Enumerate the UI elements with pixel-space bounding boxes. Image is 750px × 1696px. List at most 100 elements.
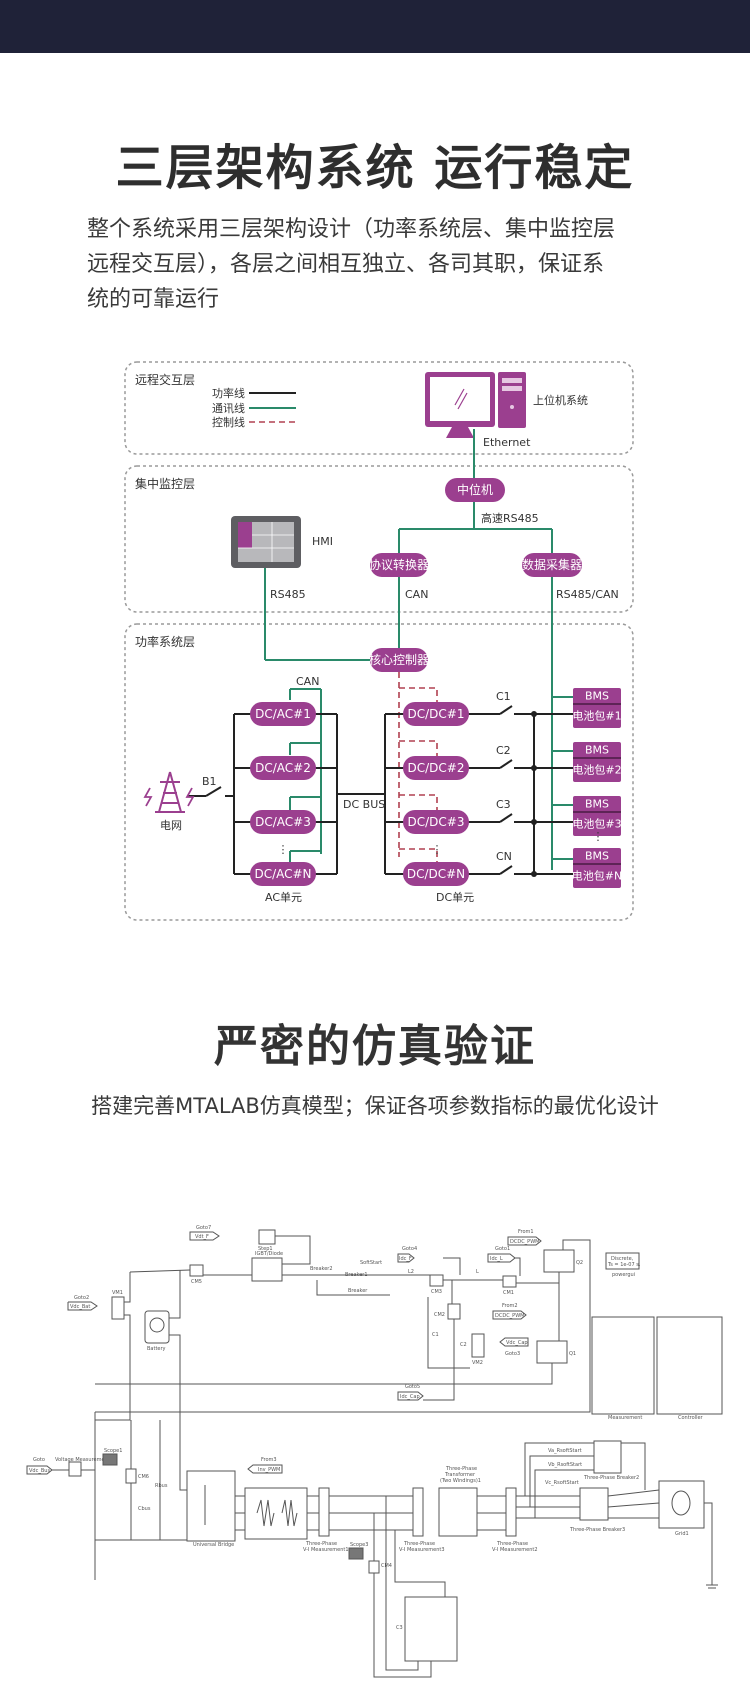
dc-unit-pill bbox=[403, 756, 469, 780]
junction-dot bbox=[531, 765, 537, 771]
legend-control-label: 控制线 bbox=[212, 415, 245, 429]
from1-label: From1 bbox=[518, 1229, 534, 1235]
breaker1-label: Breaker1 bbox=[345, 1272, 368, 1278]
data-collector-label: 数据采集器 bbox=[522, 557, 582, 572]
idc-f-tag: Idc_F bbox=[399, 1256, 412, 1262]
ac-unit-label: DC/AC#1 bbox=[255, 707, 311, 721]
vdc-cap-tag: Vdc_Cap bbox=[506, 1340, 528, 1346]
cm1-label: CM1 bbox=[503, 1290, 514, 1296]
bms-label: BMS bbox=[585, 798, 609, 811]
ac-unit-label: DC/AC#N bbox=[254, 867, 311, 881]
power-grid-tower-icon bbox=[143, 771, 195, 813]
cm3-label: CM3 bbox=[431, 1289, 442, 1295]
bms-box bbox=[573, 848, 621, 888]
contactor-label: C3 bbox=[496, 798, 511, 811]
dc-unit-node: DC/DC#3 C3 bbox=[385, 798, 573, 834]
hmi-label: HMI bbox=[312, 535, 333, 548]
dc-unit-pill bbox=[403, 702, 469, 726]
bms-label: BMS bbox=[585, 850, 609, 863]
layer-remote-label: 远程交互层 bbox=[135, 372, 195, 387]
middle-controller-node: 中位机 bbox=[445, 478, 505, 502]
vi-meas1-phase: Three-Phase bbox=[305, 1541, 337, 1547]
from3-label: From3 bbox=[261, 1457, 277, 1463]
simulink-model-diagram: .w{stroke:#555;stroke-width:1;fill:none;… bbox=[26, 1225, 723, 1678]
control-lines bbox=[398, 672, 438, 862]
from2-label: From2 bbox=[502, 1303, 518, 1309]
intro-line: 整个系统采用三层架构设计（功率系统层、集中监控层 bbox=[87, 217, 616, 242]
scope1-label: Scope1 bbox=[104, 1448, 122, 1454]
layer-power-label: 功率系统层 bbox=[135, 634, 195, 649]
ac-unit-pill bbox=[250, 702, 316, 726]
grid1-label: Grid1 bbox=[675, 1531, 689, 1537]
bms-box bbox=[573, 688, 621, 728]
hmi-screen-icon bbox=[231, 516, 301, 568]
vi-meas2-phase: Three-Phase bbox=[496, 1541, 528, 1547]
idc-l-tag: Idc_L bbox=[490, 1256, 503, 1262]
ac-ellipsis: ⋮ bbox=[278, 843, 289, 856]
core-controller-node: 核心控制器 bbox=[369, 648, 429, 672]
dc-ellipsis: ⋮ bbox=[432, 843, 443, 856]
softstart-label: SoftStart bbox=[360, 1260, 382, 1266]
vc-rsoft-label: Vc_RsoftStart bbox=[545, 1480, 579, 1486]
dc-unit-label: DC/DC#1 bbox=[408, 707, 465, 721]
contactor-switch bbox=[499, 705, 513, 715]
va-rsoft-label: Va_RsoftStart bbox=[548, 1448, 582, 1454]
dc-unit-node: DC/DC#2 C2 bbox=[385, 744, 573, 780]
dc-unit-label: DC/DC#N bbox=[407, 867, 465, 881]
battery-label: Battery bbox=[147, 1346, 166, 1352]
dc-unit-label: DC/DC#3 bbox=[408, 815, 465, 829]
layer-power-frame bbox=[124, 623, 634, 921]
rbus-label: Rbus bbox=[155, 1483, 168, 1489]
junction-dot bbox=[531, 819, 537, 825]
ac-unit-pill bbox=[250, 862, 316, 886]
inv-pwm-tag: Inv_PWM bbox=[258, 1467, 280, 1473]
battery-pack-label: 电池包#1 bbox=[572, 710, 621, 723]
dcdc-pwm-tag-1: DCDC_PWM bbox=[510, 1239, 539, 1245]
section-title-simulation: 严密的仿真验证 bbox=[214, 1021, 536, 1072]
bms-battery-node: BMS 电池包#N bbox=[572, 848, 622, 888]
contactor-switch bbox=[499, 813, 513, 823]
contactor-label: C1 bbox=[496, 690, 511, 703]
vi-meas2-label: V-I Measurement2 bbox=[492, 1547, 538, 1553]
idc-cap-tag: Idc_Cap bbox=[400, 1394, 420, 1400]
battery-pack-label: 电池包#3 bbox=[572, 818, 621, 831]
breaker-label: Breaker bbox=[348, 1288, 368, 1294]
c2-label: C2 bbox=[460, 1342, 467, 1348]
powergui-label: powergui bbox=[612, 1272, 635, 1278]
contactor-label: C2 bbox=[496, 744, 511, 757]
goto7-label: Goto7 bbox=[196, 1225, 211, 1231]
dc-unit-node: DC/DC#NCN bbox=[385, 850, 573, 886]
voltage-measurement-label: Voltage Measurement bbox=[55, 1457, 110, 1463]
top-banner bbox=[0, 0, 750, 53]
data-collector-node: 数据采集器 bbox=[522, 553, 582, 577]
measurement-subsystem bbox=[591, 1316, 655, 1415]
dc-unit-label: DC/DC#2 bbox=[408, 761, 465, 775]
controller-label: Controller bbox=[678, 1415, 704, 1421]
battery-pack-label: 电池包#N bbox=[572, 870, 622, 883]
controller-subsystem bbox=[656, 1316, 723, 1415]
vm2-label: VM2 bbox=[472, 1360, 483, 1366]
layer-remote-frame bbox=[124, 361, 634, 455]
powergui-discrete: Discrete, bbox=[611, 1256, 634, 1262]
universal-bridge-label: Universal Bridge bbox=[193, 1542, 234, 1548]
vi-meas3-label: V-I Measurement3 bbox=[399, 1547, 445, 1553]
dc-unit-pill bbox=[403, 862, 469, 886]
layer-monitor-label: 集中监控层 bbox=[135, 476, 195, 491]
core-controller-label: 核心控制器 bbox=[369, 653, 429, 667]
ac-unit-label: DC/AC#2 bbox=[255, 761, 311, 775]
c3-label: C3 bbox=[396, 1625, 403, 1631]
ac-unit-node: DC/AC#1 bbox=[234, 702, 337, 726]
comm-lines bbox=[264, 429, 573, 870]
goto3-label: Goto3 bbox=[505, 1351, 520, 1357]
goto-label: Goto bbox=[33, 1457, 45, 1463]
ac-unit-label: DC/AC#3 bbox=[255, 815, 311, 829]
inverter-section: Vdc_Bus Goto Voltage Measurement Scope1 … bbox=[26, 1412, 458, 1678]
can-label: CAN bbox=[405, 588, 428, 601]
goto4-label: Goto4 bbox=[402, 1246, 417, 1252]
architecture-intro: 整个系统采用三层架构设计（功率系统层、集中监控层 远程交互层），各层之间相互独立… bbox=[87, 212, 677, 317]
cbus-label: Cbus bbox=[138, 1506, 151, 1512]
junction-dot bbox=[531, 871, 537, 877]
battery-pack-label: 电池包#2 bbox=[572, 764, 621, 777]
